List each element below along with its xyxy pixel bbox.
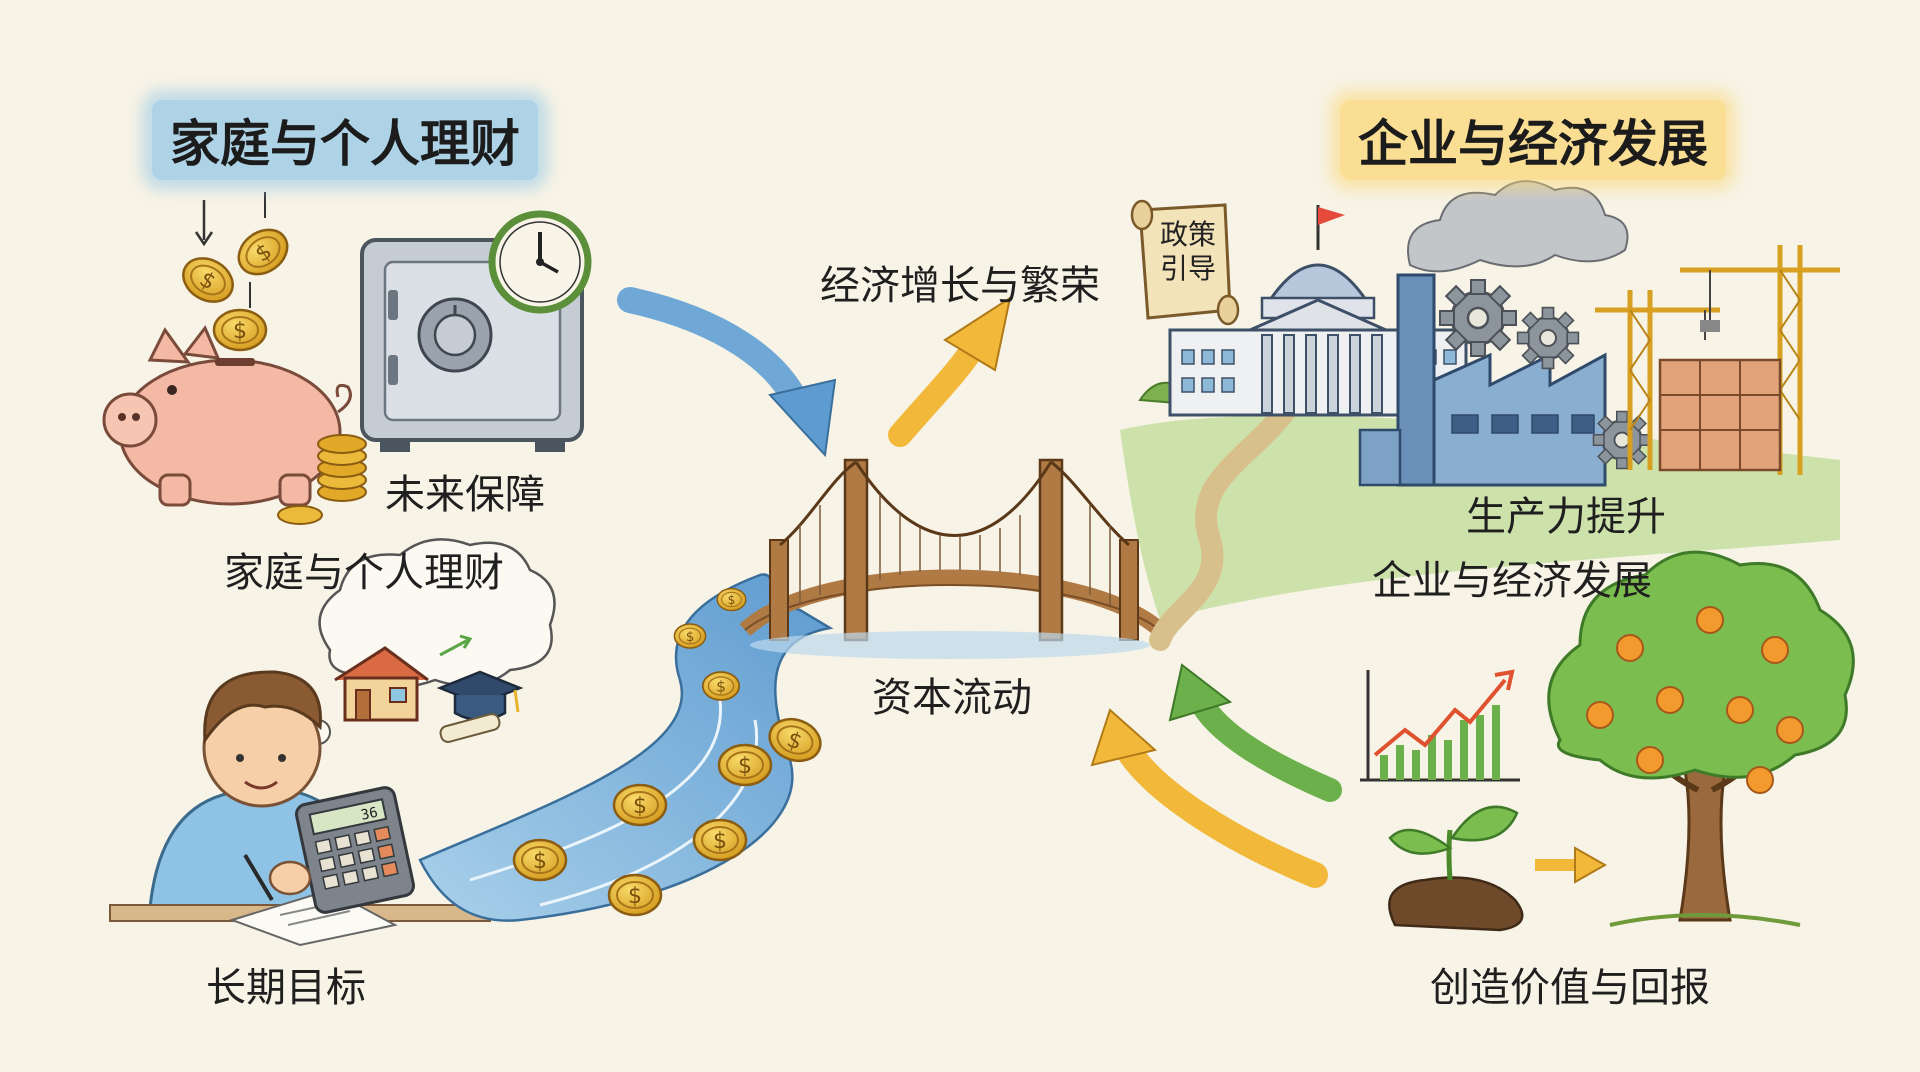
piggy-bank-icon [102, 325, 352, 507]
fruit-tree-icon [1547, 550, 1855, 927]
policy-scroll-text: 政策 引导 [1150, 218, 1226, 286]
label-future-security: 未来保障 [385, 472, 545, 518]
sprout-icon [1388, 805, 1524, 932]
policy-scroll-icon [1130, 199, 1240, 326]
label-productivity: 生产力提升 [1466, 494, 1666, 540]
factory-icon [1358, 273, 1607, 487]
label-enterprise-economy: 企业与经济发展 [1372, 558, 1652, 604]
clock-icon [488, 210, 592, 314]
blue-arrow [617, 287, 837, 458]
graduation-cap-icon [436, 634, 524, 743]
bridge-icon [739, 458, 1166, 659]
header-household-finance: 家庭与个人理财 [152, 100, 538, 180]
yellow-arrow-return [1090, 708, 1328, 888]
growth-arrow [1535, 846, 1608, 884]
yellow-arrow-up [888, 295, 1012, 447]
capital-river [418, 573, 834, 922]
falling-coins [174, 192, 298, 352]
label-value-return: 创造价值与回报 [1430, 965, 1710, 1011]
calculator-icon: 36 [268, 786, 415, 914]
green-arrow [1168, 663, 1342, 802]
smoke-cloud [1407, 180, 1629, 273]
policy-line-1: 政策 [1159, 218, 1216, 251]
header-enterprise-economy: 企业与经济发展 [1340, 100, 1726, 180]
label-capital-flow: 资本流动 [872, 675, 1032, 721]
crane-icon [1595, 245, 1840, 475]
coin-stack [277, 434, 367, 525]
rising-chart-icon [1360, 669, 1520, 782]
house-icon [334, 646, 429, 722]
label-growth-prosperity: 经济增长与繁荣 [820, 263, 1100, 309]
label-household-finance: 家庭与个人理财 [224, 550, 504, 596]
policy-line-2: 引导 [1159, 252, 1216, 285]
label-long-term-goals: 长期目标 [206, 965, 366, 1011]
calculator-display: 36 [360, 805, 380, 824]
